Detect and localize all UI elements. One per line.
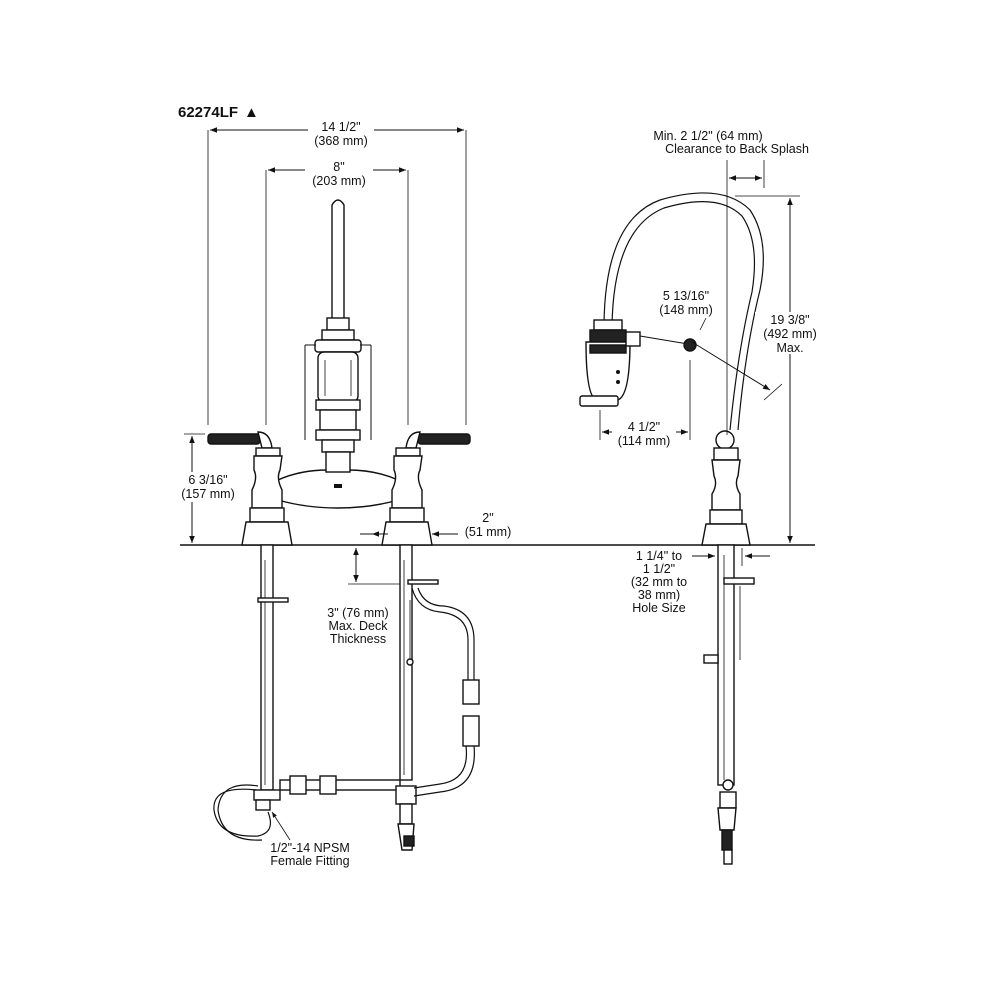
bridge	[277, 469, 399, 509]
spout-reach-metric: (148 mm)	[659, 303, 712, 317]
side-dimensions: Min. 2 1/2" (64 mm) Clearance to Back Sp…	[599, 129, 825, 615]
fitting-line2: Female Fitting	[270, 854, 349, 868]
clearance-line1: Min. 2 1/2" (64 mm)	[653, 129, 762, 143]
swivel-joint	[683, 338, 697, 352]
spout-reach-imperial: 5 13/16"	[663, 289, 709, 303]
overall-height-metric: (492 mm)	[763, 327, 816, 341]
overall-width-imperial: 14 1/2"	[321, 120, 360, 134]
hole-size-line5: Hole Size	[632, 601, 686, 615]
spout-tube	[331, 199, 345, 325]
arm-length-imperial: 4 1/2"	[628, 420, 660, 434]
arm-length-metric: (114 mm)	[618, 434, 671, 448]
cross-pipe	[279, 779, 401, 791]
overall-height-imperial: 19 3/8"	[770, 313, 809, 327]
left-valve-body	[251, 455, 283, 509]
model-symbol: ▲	[244, 104, 259, 121]
left-shank	[260, 544, 274, 791]
hole-size-line3: (32 mm to	[631, 575, 687, 589]
deck-thickness-line2: Max. Deck	[328, 619, 388, 633]
side-valve-body	[711, 459, 741, 511]
overall-width-metric: (368 mm)	[314, 134, 367, 148]
hole-size-line4: 38 mm)	[638, 588, 680, 602]
overall-height-note: Max.	[776, 341, 803, 355]
deck-thickness-line1: 3" (76 mm)	[327, 606, 388, 620]
right-handle	[417, 433, 471, 445]
sprayer-hose	[411, 587, 469, 680]
model-number: 62274LF	[178, 104, 238, 121]
model-label: 62274LF ▲	[178, 104, 259, 121]
left-handle	[207, 433, 261, 445]
front-view-faucet	[207, 199, 480, 851]
right-valve-body	[391, 455, 423, 509]
fitting-line1: 1/2"-14 NPSM	[270, 841, 349, 855]
sprayer-body	[317, 351, 359, 403]
deck-thickness-line3: Thickness	[330, 632, 386, 646]
clearance-line2: Clearance to Back Splash	[665, 142, 809, 156]
hole-size-line2: 1 1/2"	[643, 562, 675, 576]
hose-loop	[603, 192, 764, 431]
base-diameter-metric: (51 mm)	[465, 525, 512, 539]
center-spacing-imperial: 8"	[333, 160, 344, 174]
front-dimensions: 14 1/2" (368 mm) 8" (203 mm) 6 3/16" (15…	[178, 120, 511, 868]
base-diameter-imperial: 2"	[482, 511, 493, 525]
hole-size-line1: 1 1/4" to	[636, 549, 682, 563]
side-view-faucet	[579, 192, 764, 865]
center-spacing-metric: (203 mm)	[312, 174, 365, 188]
handle-height-imperial: 6 3/16"	[188, 473, 227, 487]
spray-head-collar	[589, 329, 627, 343]
handle-height-metric: (157 mm)	[181, 487, 234, 501]
